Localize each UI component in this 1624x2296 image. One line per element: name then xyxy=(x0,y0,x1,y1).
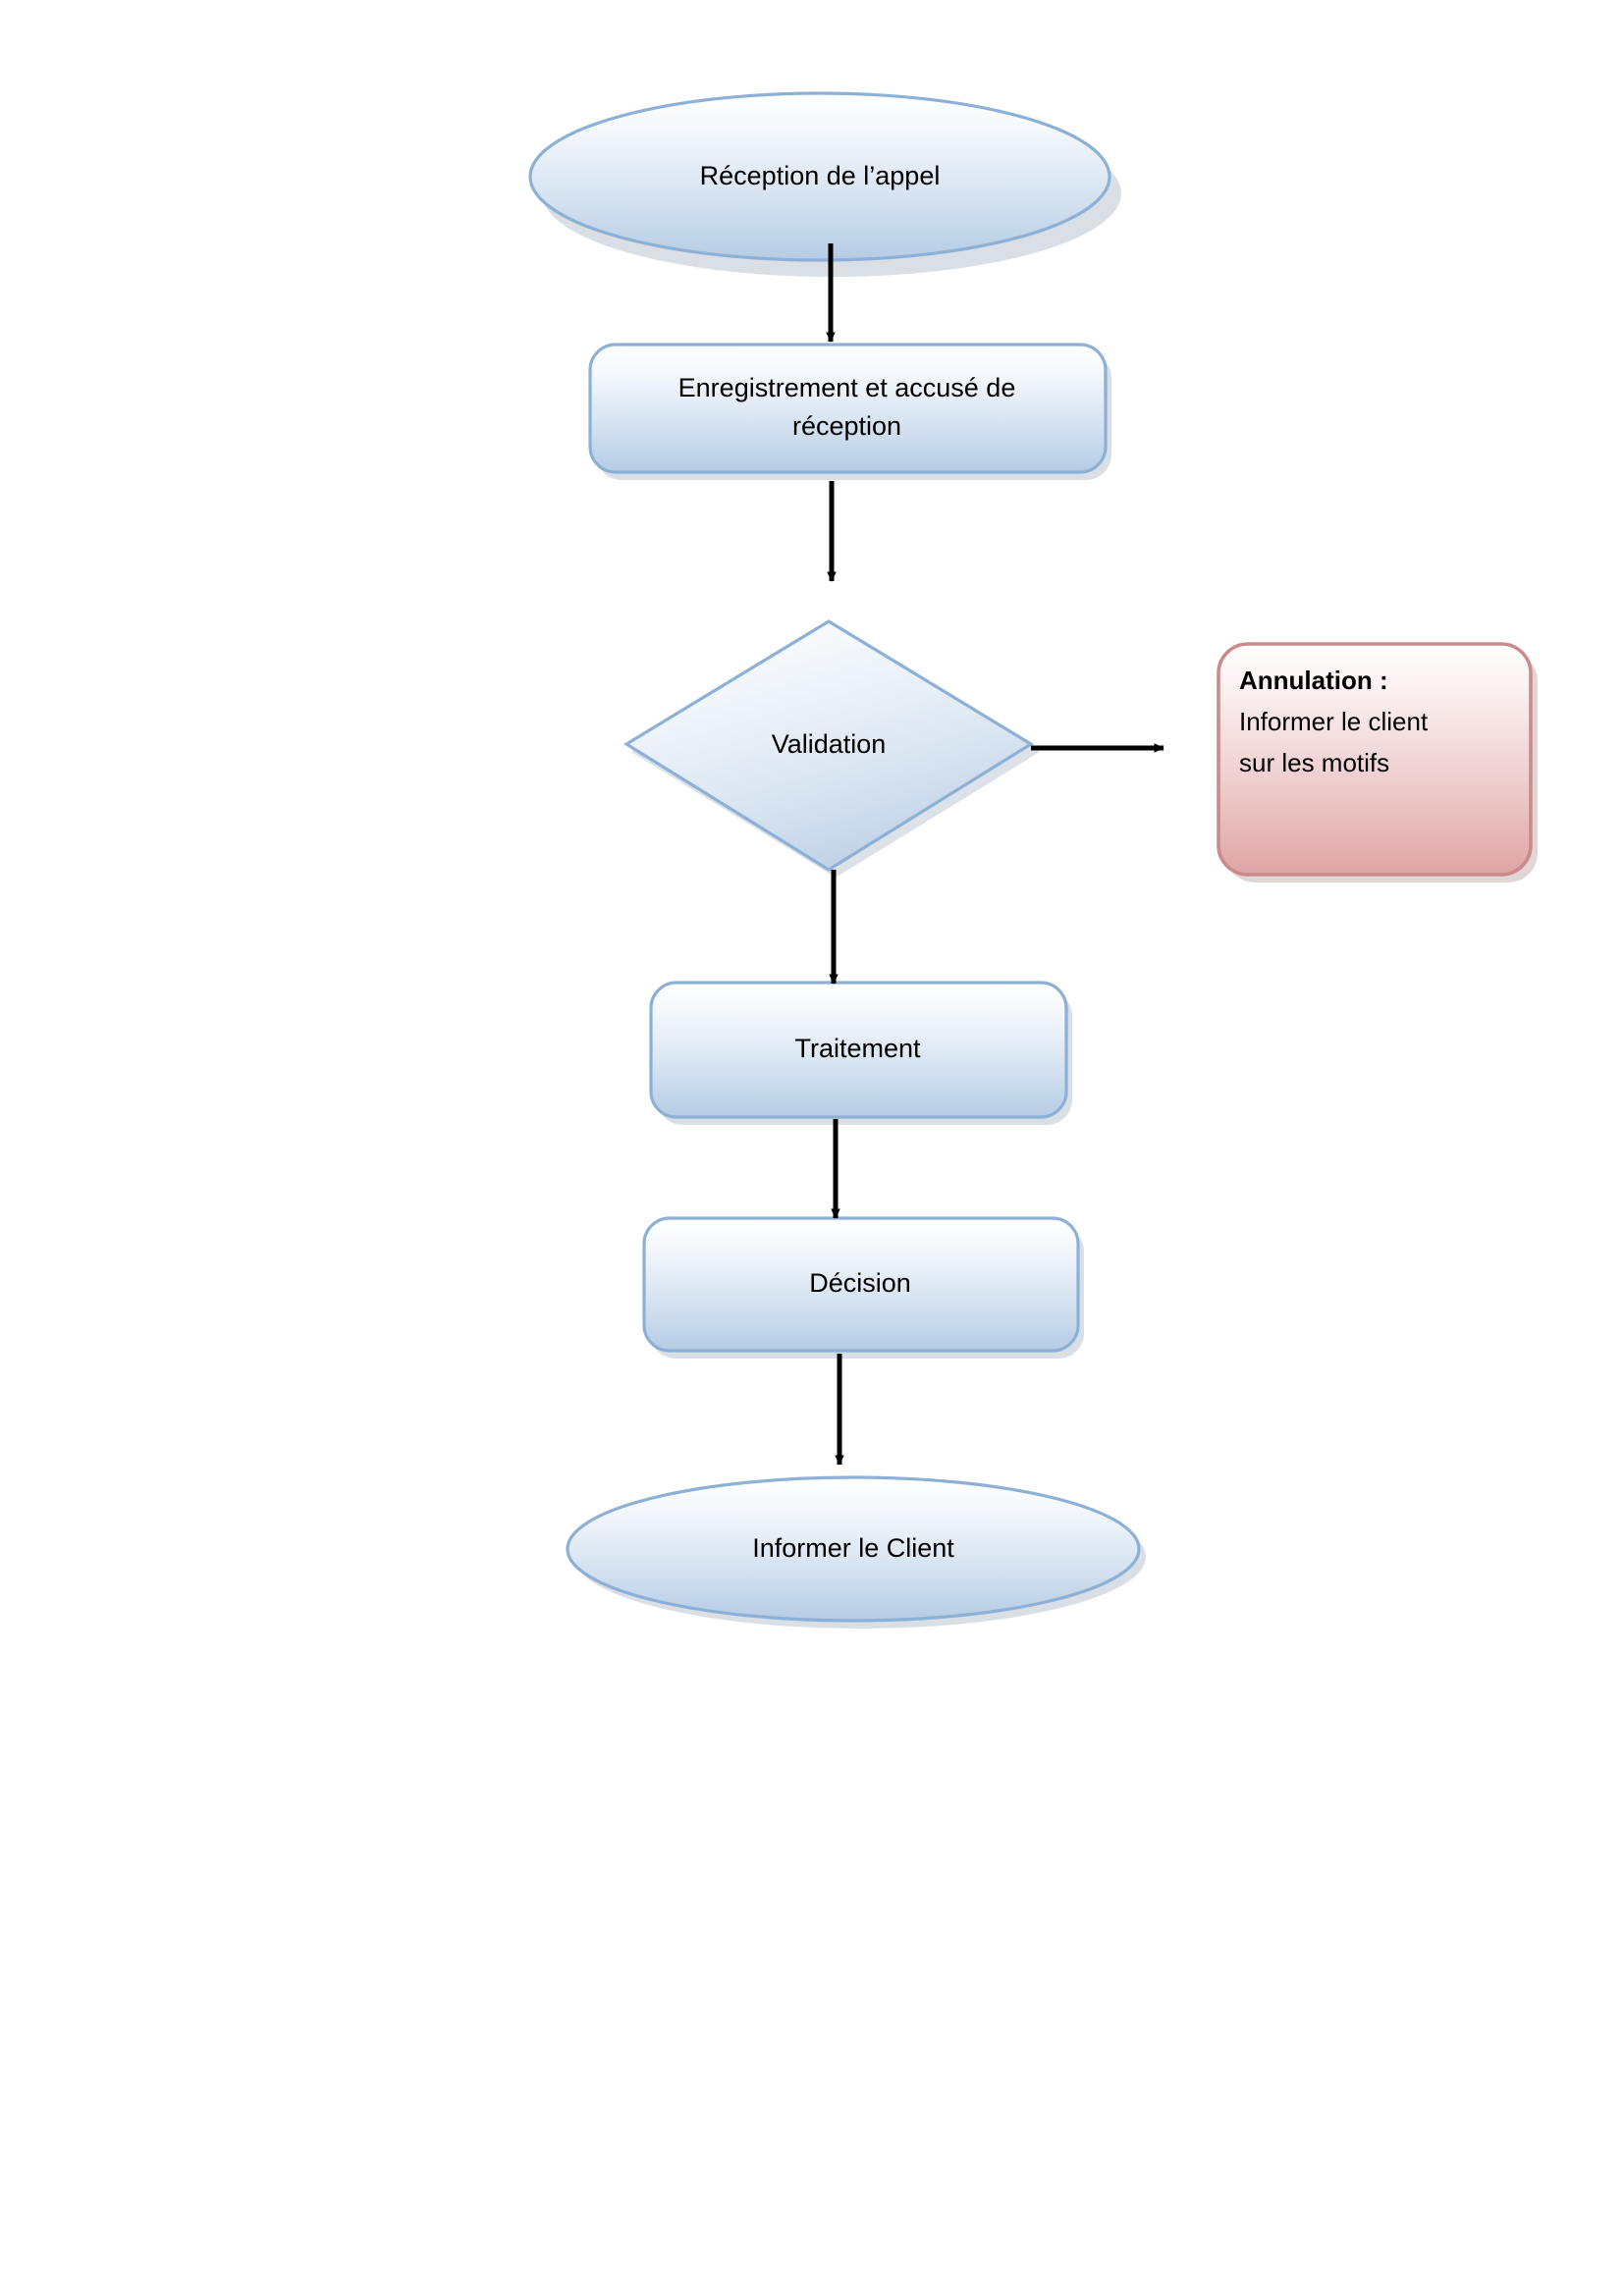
node-decision-box xyxy=(642,1216,1080,1353)
node-inform-client-ellipse xyxy=(566,1475,1141,1623)
node-start-ellipse xyxy=(528,91,1111,262)
node-annulation-box xyxy=(1217,642,1533,877)
node-validation-diamond xyxy=(623,619,1035,872)
flow-connectors xyxy=(826,243,1164,1466)
node-register-box xyxy=(588,343,1108,474)
node-traitement-box xyxy=(649,981,1068,1119)
